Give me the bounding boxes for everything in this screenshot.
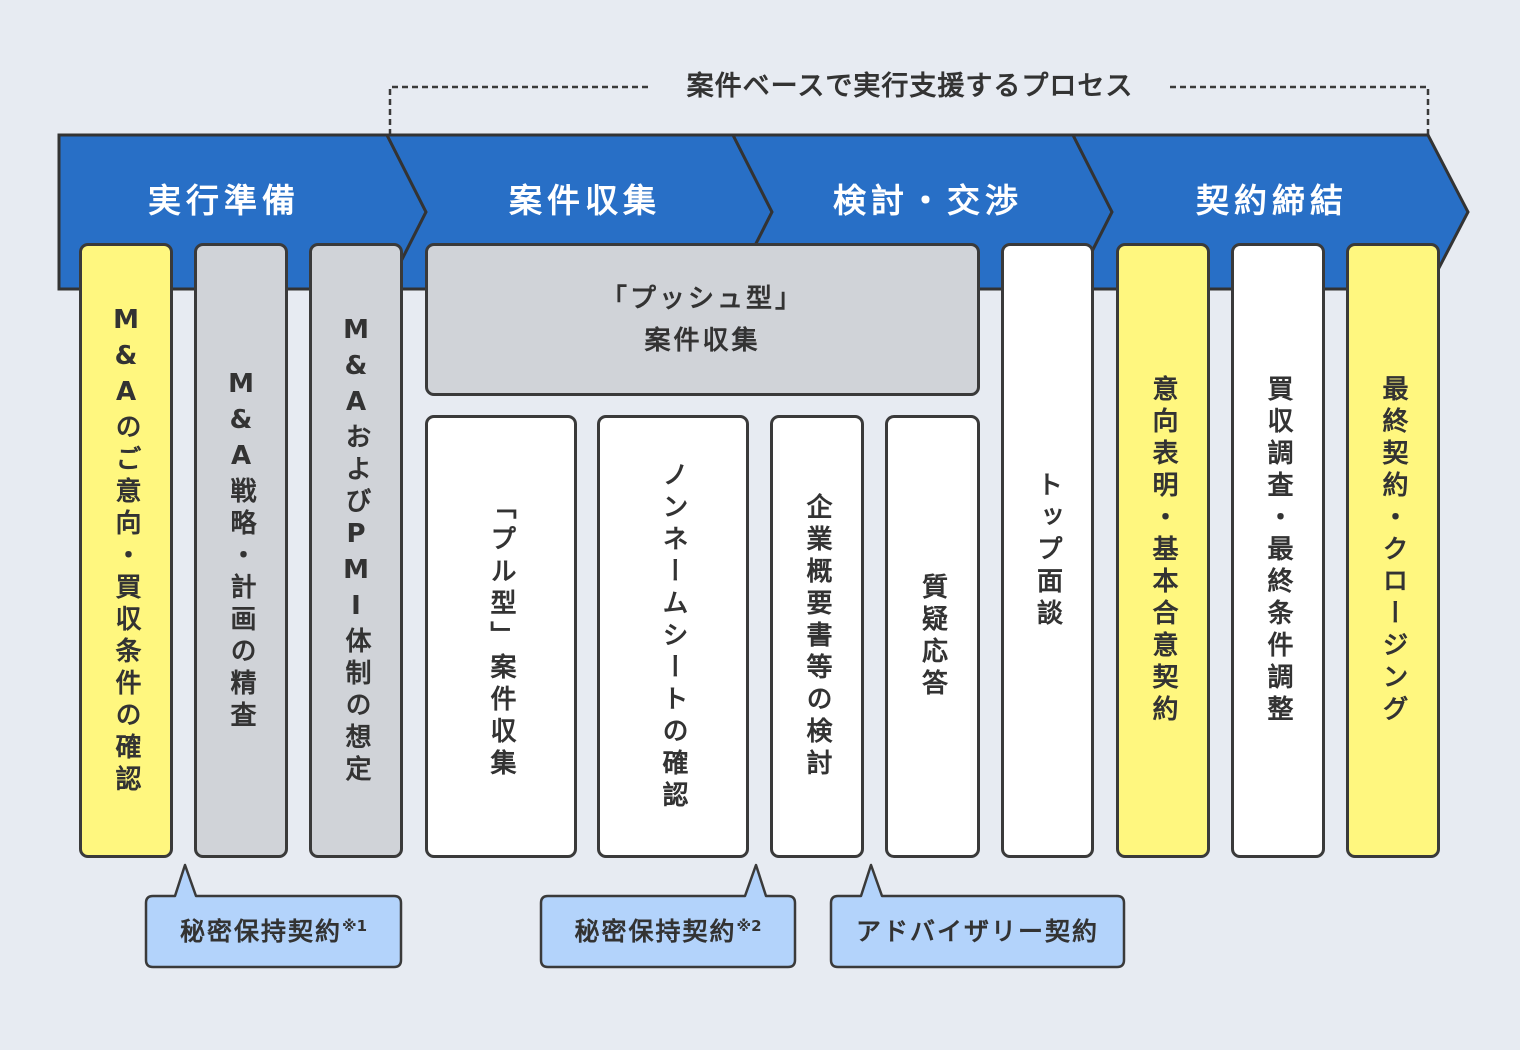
step-loi-label: 意向表明・基本合意契約 xyxy=(1148,374,1178,727)
callout-bubble-advisory xyxy=(829,863,1126,969)
step-ma-strategy-label: M&A戦略・計画の精査 xyxy=(226,368,256,733)
step-push-type-line2: 案件収集 xyxy=(644,325,761,356)
callout-bubble-nda-2 xyxy=(539,863,797,969)
callout-advisory-label: アドバイザリー契約 xyxy=(855,917,1099,946)
process-bracket-label: 案件ベースで実行支援するプロセス xyxy=(686,71,1134,102)
process-bracket xyxy=(388,85,1430,135)
step-noname-sheet-label: ノンネームシートの確認 xyxy=(658,460,688,813)
phase-label-contract: 契約締結 xyxy=(1196,181,1348,220)
step-push-type: 「プッシュ型」 案件収集 xyxy=(425,243,980,396)
callout-shapes xyxy=(144,863,1126,969)
step-qa-label: 質疑応答 xyxy=(917,572,948,701)
callout-bubble-nda-1 xyxy=(144,863,403,969)
step-closing-label: 最終契約・クロージング xyxy=(1378,374,1408,727)
step-due-diligence-label: 買収調査・最終条件調整 xyxy=(1263,374,1293,727)
step-noname-sheet: ノンネームシートの確認 xyxy=(597,415,749,858)
bracket-right xyxy=(1170,85,1430,135)
callout-nda-1-note: ※1 xyxy=(341,917,368,935)
step-top-meeting-label: トップ面談 xyxy=(1032,470,1063,631)
callout-advisory: アドバイザリー契約 xyxy=(831,897,1124,967)
phase-label-negotiation: 検討・交渉 xyxy=(833,181,1023,220)
step-ma-intent-label: M&Aのご意向・買収条件の確認 xyxy=(111,304,141,797)
step-pull-type: 「プル型」案件収集 xyxy=(425,415,577,858)
step-ma-intent: M&Aのご意向・買収条件の確認 xyxy=(79,243,173,858)
bracket-left xyxy=(388,85,652,135)
callout-nda-2-note: ※2 xyxy=(736,917,762,935)
step-closing: 最終契約・クロージング xyxy=(1346,243,1440,858)
callout-nda-2-label: 秘密保持契約 xyxy=(574,917,737,946)
step-ma-strategy: M&A戦略・計画の精査 xyxy=(194,243,288,858)
phase-label-preparation: 実行準備 xyxy=(148,181,300,220)
callout-nda-1-label: 秘密保持契約 xyxy=(179,917,342,946)
step-pull-type-label: 「プル型」案件収集 xyxy=(486,492,516,781)
callout-nda-2: 秘密保持契約※2 xyxy=(541,897,795,967)
step-ma-pmi-label: M&AおよびPMI体制の想定 xyxy=(341,314,371,787)
step-loi: 意向表明・基本合意契約 xyxy=(1116,243,1210,858)
step-qa: 質疑応答 xyxy=(885,415,980,858)
step-company-overview-label: 企業概要書等の検討 xyxy=(802,492,832,781)
step-top-meeting: トップ面談 xyxy=(1001,243,1094,858)
step-push-type-line1: 「プッシュ型」 xyxy=(600,283,804,314)
step-ma-pmi: M&AおよびPMI体制の想定 xyxy=(309,243,403,858)
phase-label-sourcing: 案件収集 xyxy=(509,181,661,220)
step-due-diligence: 買収調査・最終条件調整 xyxy=(1231,243,1325,858)
callout-nda-1: 秘密保持契約※1 xyxy=(146,897,401,967)
step-company-overview: 企業概要書等の検討 xyxy=(770,415,864,858)
